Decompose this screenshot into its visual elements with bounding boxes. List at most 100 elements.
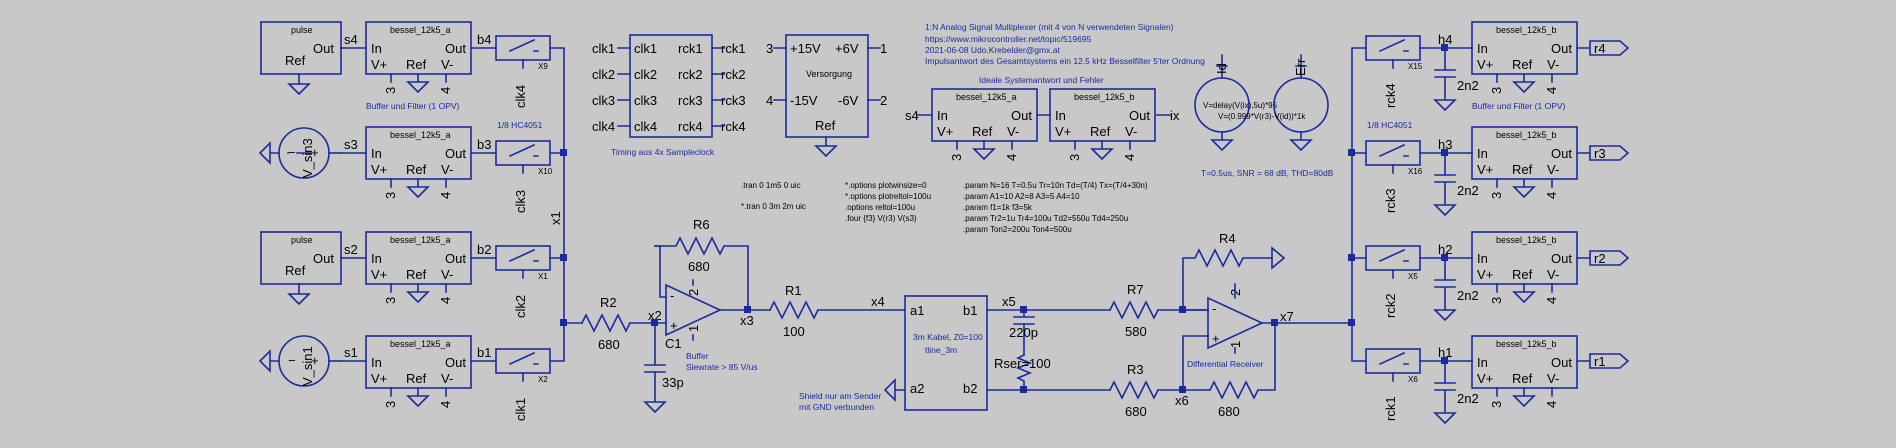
- pulse-block-2[interactable]: pulse Out Ref: [260, 231, 342, 306]
- svg-text:V-: V-: [1547, 162, 1559, 177]
- svg-text:In: In: [1477, 146, 1488, 161]
- hold-cap-2[interactable]: 2n2: [1419, 149, 1479, 217]
- svg-text:X1: X1: [538, 272, 548, 281]
- svg-text:bessel_12k5_b: bessel_12k5_b: [1496, 235, 1557, 245]
- header-line-4: Impulsantwort des Gesamtsystems ein 12.5…: [925, 56, 1205, 66]
- supply-block[interactable]: 3 4 1 2 +15V +6V -15V -6V Ref Versorgung: [766, 34, 887, 158]
- output-port-r3[interactable]: r3: [1576, 145, 1630, 161]
- svg-text:rck3: rck3: [721, 93, 746, 108]
- svg-text:Ref: Ref: [815, 118, 836, 133]
- svg-text:X16: X16: [1408, 167, 1423, 176]
- svg-text:V+: V+: [1477, 371, 1493, 386]
- directive-param-4: .param Tr2=1u Tr4=100u Td2=550u Td4=250u: [963, 214, 1128, 223]
- output-port-r2[interactable]: r2: [1576, 250, 1630, 266]
- svg-text:2: 2: [686, 289, 701, 296]
- svg-text:clk2: clk2: [592, 67, 615, 82]
- note-timing: Timing aus 4x Sampleclock: [611, 147, 715, 157]
- net-s4: s4: [344, 32, 358, 47]
- output-port-r4[interactable]: r4: [1576, 40, 1630, 56]
- resistor-r6[interactable]: R6 680: [654, 217, 749, 311]
- resistor-r5[interactable]: 680: [1207, 322, 1276, 419]
- switch-right-1[interactable]: rck4 X15: [1365, 35, 1423, 108]
- net-s2: s2: [344, 242, 358, 257]
- svg-text:bessel_12k5_a: bessel_12k5_a: [390, 25, 451, 35]
- svg-text:R1: R1: [785, 283, 802, 298]
- svg-text:2n2: 2n2: [1457, 183, 1479, 198]
- resistor-r3[interactable]: R3 680: [1108, 362, 1160, 419]
- net-s4-ideal: s4: [905, 108, 919, 123]
- svg-text:rck4: rck4: [1383, 83, 1398, 108]
- svg-text:Out: Out: [313, 251, 334, 266]
- svg-text:bessel_12k5_a: bessel_12k5_a: [390, 130, 451, 140]
- svg-text:r2: r2: [1594, 251, 1606, 266]
- resistor-r7[interactable]: R7 580: [1108, 282, 1160, 339]
- svg-text:4: 4: [1544, 401, 1559, 408]
- svg-text:3: 3: [1489, 401, 1504, 408]
- sine-source-vsin1[interactable]: − + V_sin1: [258, 335, 342, 387]
- hold-cap-3[interactable]: 2n2: [1419, 254, 1479, 322]
- svg-text:680: 680: [598, 337, 620, 352]
- net-h4: h4: [1438, 32, 1452, 47]
- svg-text:Out: Out: [1551, 355, 1572, 370]
- differential-receiver-opamp[interactable]: - + 2 1: [1207, 283, 1264, 354]
- svg-text:100: 100: [783, 324, 805, 339]
- net-s3: s3: [344, 137, 358, 152]
- resistor-r1[interactable]: R1 100: [768, 283, 820, 339]
- output-port-r1[interactable]: r1: [1576, 353, 1630, 369]
- svg-text:clk3: clk3: [634, 93, 657, 108]
- svg-text:Ref: Ref: [406, 267, 427, 282]
- svg-text:In: In: [371, 251, 382, 266]
- capacitor-c1[interactable]: C1 33p: [643, 322, 684, 414]
- svg-text:4: 4: [1122, 154, 1137, 161]
- svg-text:-: -: [1212, 301, 1216, 316]
- directive-param-1: .param N=16 T=0.5u Tr=10n Td=(T/4) Tx=(T…: [963, 181, 1148, 190]
- sine-source-vsin3[interactable]: − + V_sin3: [258, 127, 342, 179]
- resistor-r2[interactable]: R2 680: [580, 295, 632, 352]
- capacitor-220p[interactable]: 220p: [1009, 309, 1038, 356]
- svg-text:In: In: [1055, 108, 1066, 123]
- net-x6: x6: [1175, 393, 1189, 408]
- hold-cap-4[interactable]: 2n2: [1419, 357, 1479, 425]
- svg-text:2: 2: [880, 93, 887, 108]
- pulse-block-1[interactable]: pulse Out Ref: [260, 21, 342, 96]
- svg-text:Ref: Ref: [1512, 371, 1533, 386]
- svg-text:In: In: [371, 355, 382, 370]
- svg-text:X15: X15: [1408, 62, 1423, 71]
- resistor-rser[interactable]: Rser=100: [994, 353, 1051, 391]
- svg-text:V+: V+: [371, 371, 387, 386]
- svg-text:V+: V+: [1477, 162, 1493, 177]
- svg-text:Out: Out: [1551, 251, 1572, 266]
- transmission-line[interactable]: a1 b1 a2 b2 3m Kabel, Z0=100 tline_3m: [904, 295, 988, 411]
- source-err[interactable]: Err V=(0.999*V(r3)-V(id))*1k: [1218, 54, 1329, 152]
- svg-text:Out: Out: [445, 251, 466, 266]
- net-x7: x7: [1280, 309, 1294, 324]
- svg-text:bessel_12k5_b: bessel_12k5_b: [1074, 92, 1135, 102]
- svg-text:V-: V-: [1007, 124, 1019, 139]
- clock-block[interactable]: clk1 clk2 clk3 clk4 clk1 clk2 clk3 clk4 …: [592, 34, 746, 138]
- svg-text:a1: a1: [910, 303, 924, 318]
- hold-capacitors: 2n2 2n2 2n2 2n2: [1419, 44, 1479, 425]
- directive-tran: .tran 0 1m5 0 uic: [741, 181, 801, 190]
- resistor-r4[interactable]: R4: [1182, 231, 1286, 311]
- hold-cap-1[interactable]: 2n2: [1419, 44, 1479, 112]
- svg-text:V+: V+: [371, 57, 387, 72]
- buffer-opamp[interactable]: - + 2 1: [665, 279, 722, 341]
- source-id[interactable]: Id V=delay(V(ix),5u)*95: [1194, 54, 1278, 152]
